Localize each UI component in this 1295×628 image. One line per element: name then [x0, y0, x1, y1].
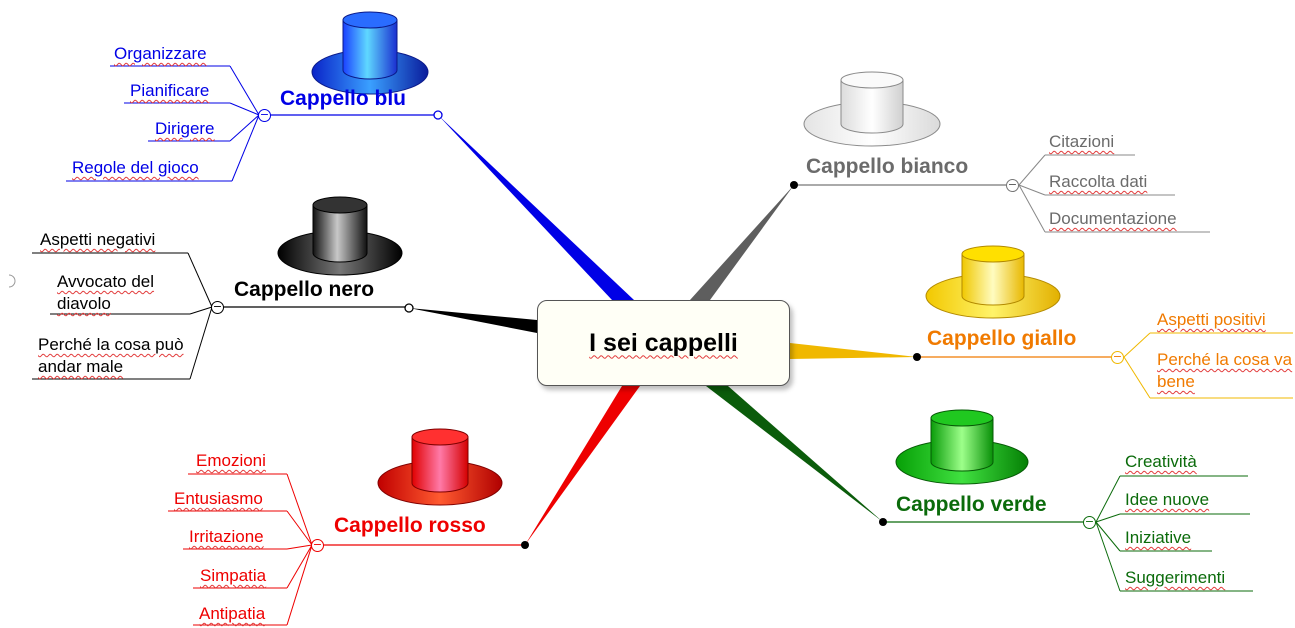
- bianco-branch-dot[interactable]: [790, 181, 798, 189]
- blu-item-pianificare[interactable]: Pianificare: [130, 81, 210, 100]
- nero-item-aspetti-negativi[interactable]: Aspetti negativi: [40, 230, 156, 249]
- branch-nero: [409, 308, 537, 333]
- verde-connectors: [1095, 475, 1253, 592]
- branch-blu: [438, 115, 634, 300]
- verde-item-iniziative[interactable]: Iniziative: [1125, 528, 1192, 547]
- bianco-item-documentazione[interactable]: Documentazione: [1049, 209, 1177, 228]
- hat-verde-label[interactable]: Cappello verde: [896, 493, 1047, 516]
- blu-branch-knob[interactable]: [433, 110, 443, 120]
- giallo-connectors: [1123, 332, 1293, 399]
- bianco-collapse-toggle[interactable]: −: [1006, 178, 1019, 192]
- branch-bianco: [690, 185, 794, 300]
- hat-rosso-icon: [377, 428, 503, 506]
- verde-collapse-toggle[interactable]: −: [1083, 515, 1096, 529]
- giallo-item-aspetti-positivi[interactable]: Aspetti positivi: [1157, 310, 1266, 329]
- rosso-item-emozioni[interactable]: Emozioni: [196, 451, 266, 470]
- verde-item-idee-nuove[interactable]: Idee nuove: [1125, 490, 1210, 509]
- bianco-connectors: [1018, 154, 1210, 233]
- verde-branch-dot[interactable]: [879, 518, 887, 526]
- rosso-item-irritazione[interactable]: Irritazione: [189, 527, 264, 546]
- rosso-item-entusiasmo[interactable]: Entusiasmo: [174, 489, 263, 508]
- hat-nero-icon: [277, 196, 403, 276]
- branch-giallo: [790, 343, 917, 359]
- bianco-item-citazioni[interactable]: Citazioni: [1049, 132, 1115, 151]
- offscreen-toggle-edge: [8, 274, 16, 288]
- giallo-item-perche-bene[interactable]: Perché la cosa va bene: [1157, 350, 1293, 391]
- branch-rosso: [525, 386, 640, 545]
- nero-branch-knob[interactable]: [404, 303, 414, 313]
- blu-connectors: [66, 65, 260, 182]
- giallo-branch-dot[interactable]: [913, 353, 921, 361]
- hat-blu-label[interactable]: Cappello blu: [280, 87, 406, 110]
- hat-bianco-icon: [803, 71, 941, 147]
- blu-collapse-toggle[interactable]: −: [258, 108, 271, 122]
- branch-verde: [706, 386, 883, 522]
- verde-item-suggerimenti[interactable]: Suggerimenti: [1125, 568, 1226, 587]
- nero-connectors: [32, 252, 213, 380]
- verde-item-creativita[interactable]: Creatività: [1125, 452, 1197, 471]
- central-topic-label: I sei cappelli: [589, 328, 738, 357]
- nero-collapse-toggle[interactable]: −: [211, 300, 224, 314]
- hat-bianco-label[interactable]: Cappello bianco: [806, 155, 969, 178]
- central-topic[interactable]: I sei cappelli: [537, 300, 790, 386]
- blu-item-dirigere[interactable]: Dirigere: [155, 119, 215, 138]
- rosso-collapse-toggle[interactable]: −: [311, 538, 324, 552]
- hat-giallo-icon: [925, 245, 1061, 319]
- rosso-branch-dot[interactable]: [521, 541, 529, 549]
- hat-nero-label[interactable]: Cappello nero: [234, 278, 375, 301]
- nero-item-perche-male[interactable]: Perché la cosa può andar male: [38, 335, 184, 376]
- hat-rosso-label[interactable]: Cappello rosso: [334, 514, 486, 537]
- rosso-item-simpatia[interactable]: Simpatia: [200, 566, 267, 585]
- blu-item-organizzare[interactable]: Organizzare: [114, 44, 207, 63]
- giallo-collapse-toggle[interactable]: −: [1111, 350, 1124, 364]
- rosso-item-antipatia[interactable]: Antipatia: [199, 604, 266, 623]
- hat-giallo-label[interactable]: Cappello giallo: [927, 327, 1077, 350]
- blu-item-regole[interactable]: Regole del gioco: [72, 158, 199, 177]
- hat-blu-icon: [311, 11, 429, 95]
- rosso-connectors: [168, 473, 313, 626]
- hat-verde-icon: [895, 409, 1029, 485]
- bianco-item-raccolta-dati[interactable]: Raccolta dati: [1049, 172, 1148, 191]
- nero-item-avvocato[interactable]: Avvocato del diavolo: [57, 272, 155, 313]
